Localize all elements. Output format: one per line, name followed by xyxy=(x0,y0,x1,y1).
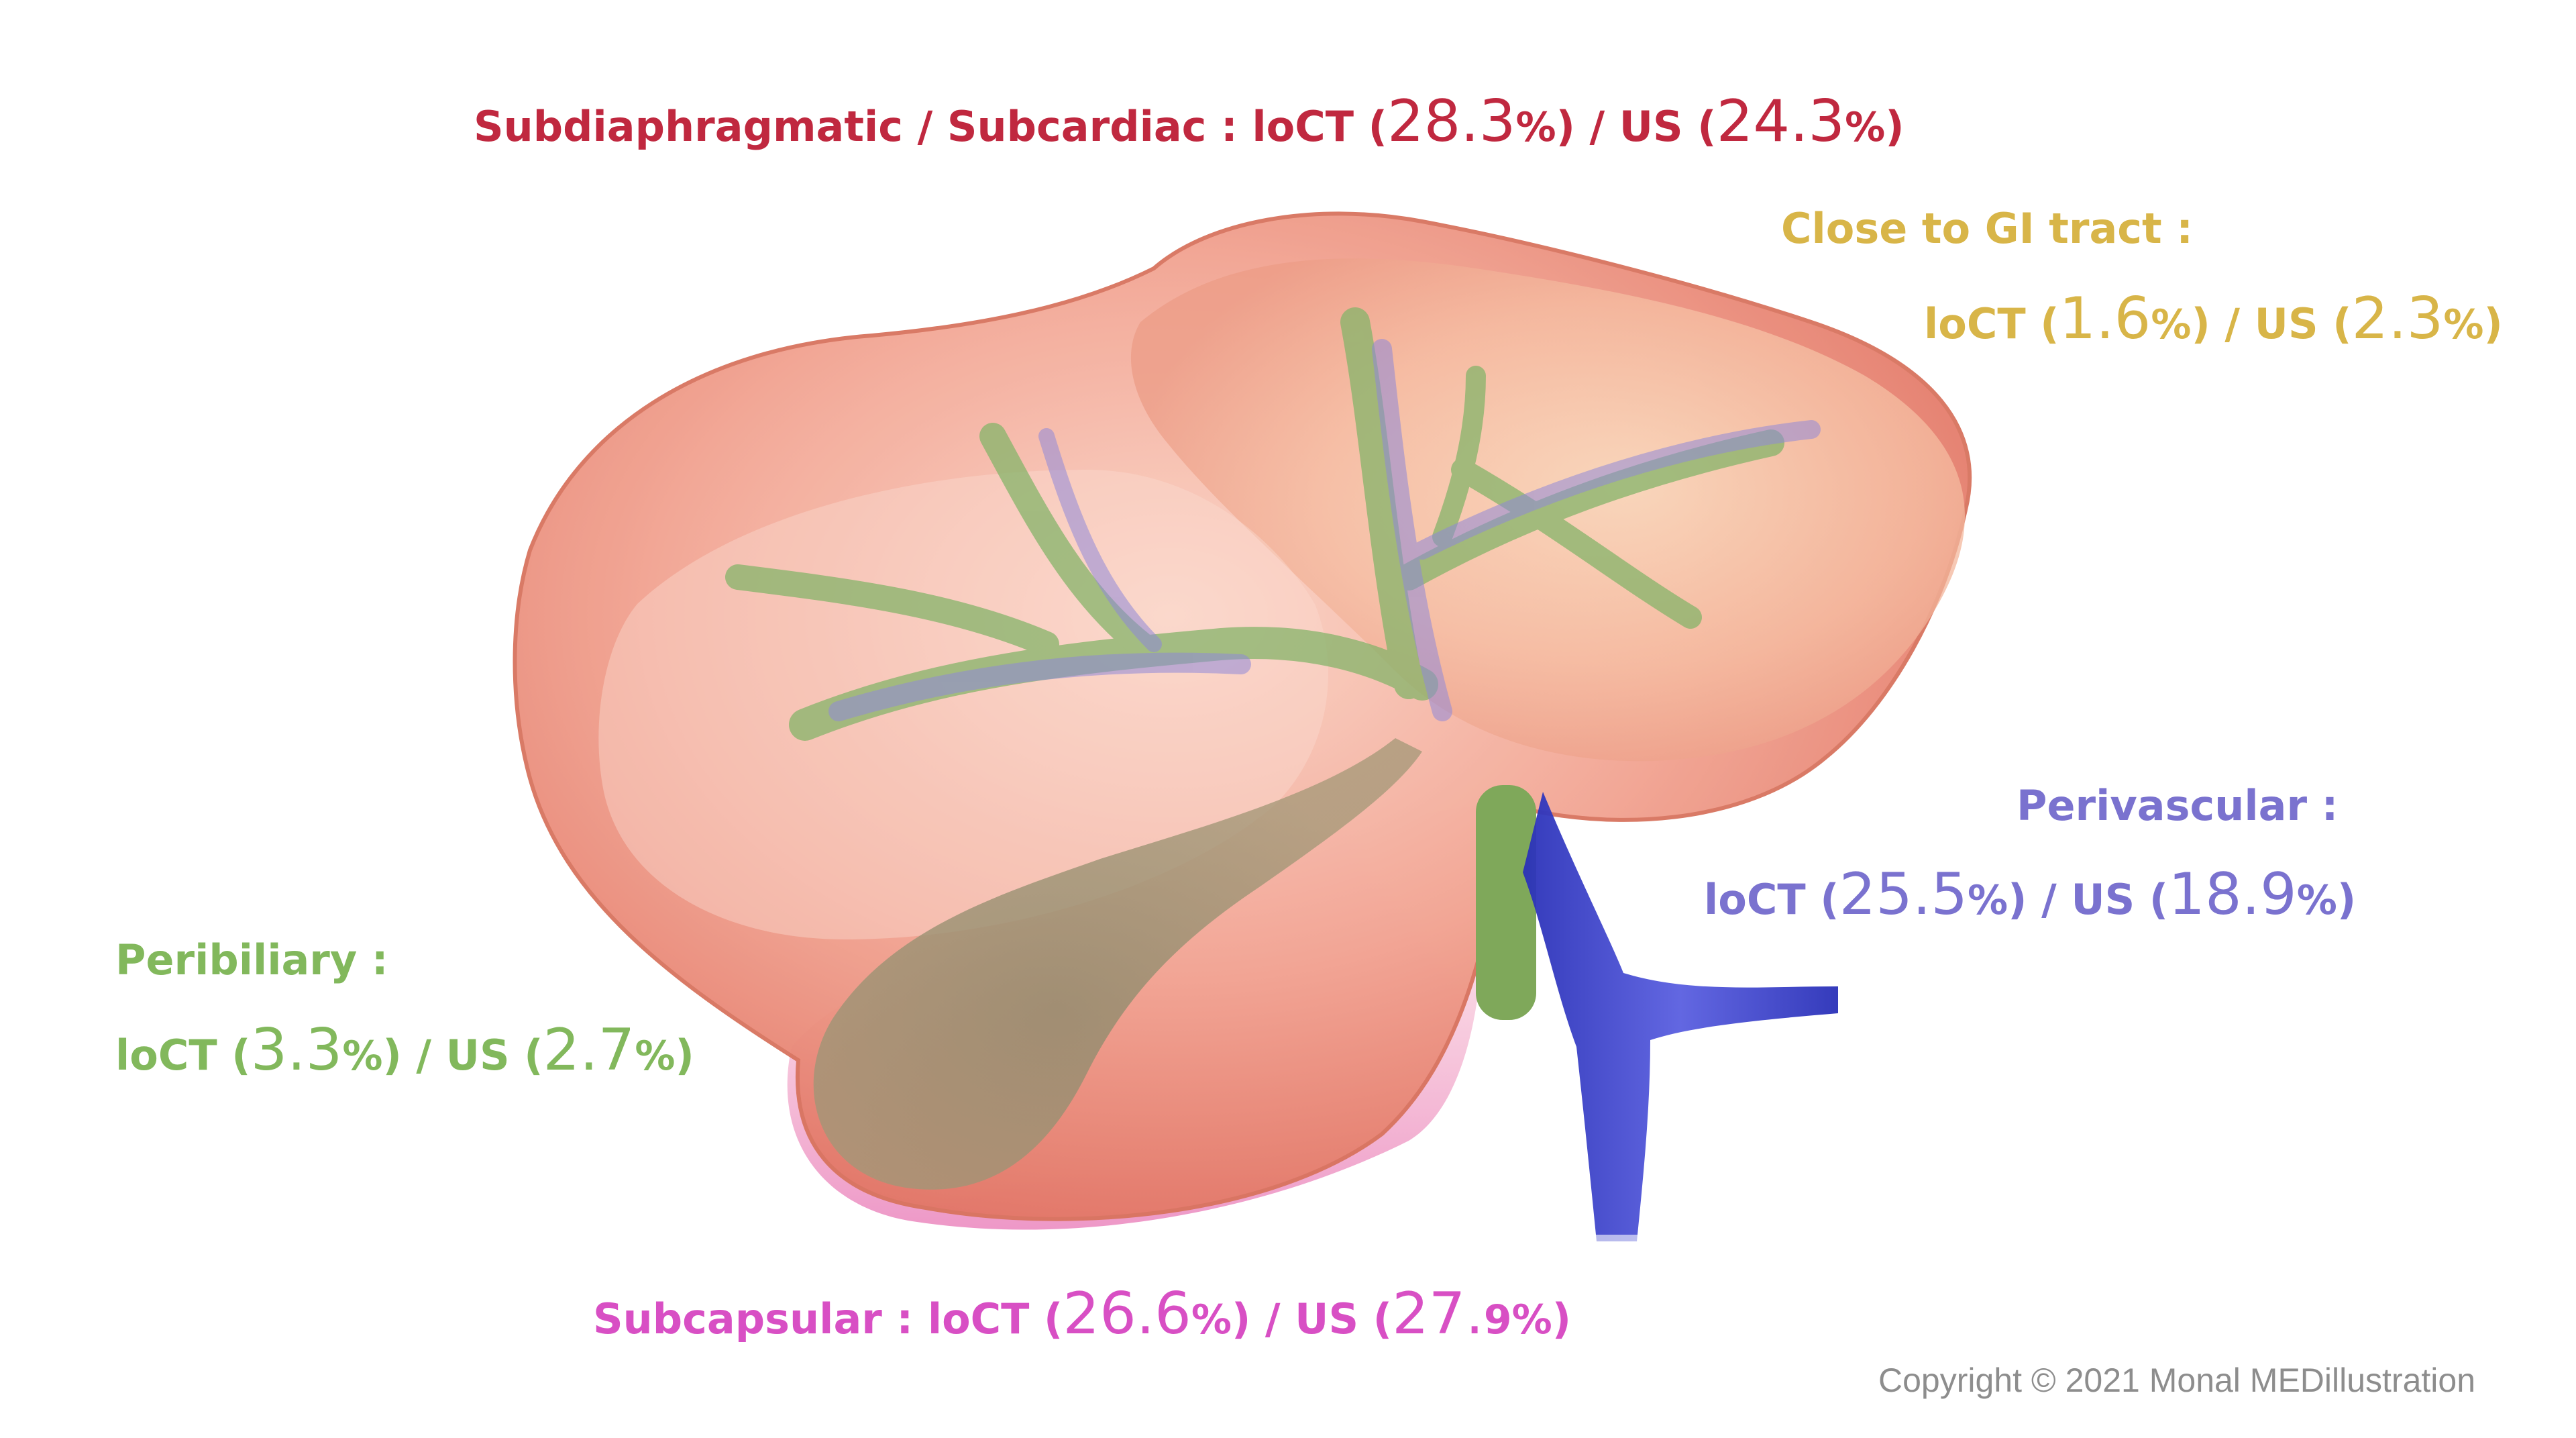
label-gi-tract-us-unit: % xyxy=(2443,301,2484,348)
label-subdiaphragmatic-suffix: ) xyxy=(1885,102,1904,151)
label-perivascular-loct-value: 25.5 xyxy=(1839,861,1968,928)
common-bile-duct xyxy=(1476,785,1536,1020)
vena-cava xyxy=(1523,792,1838,1241)
label-perivascular-suffix: ) xyxy=(2337,875,2357,924)
label-subcapsular: Subcapsular : loCT (26.6%) / US (27.9%) xyxy=(593,1285,1571,1343)
label-perivascular-prefix: loCT ( xyxy=(1704,875,1839,924)
label-peribiliary-us-unit: % xyxy=(635,1033,676,1080)
label-gi-tract-middle: ) / US ( xyxy=(2191,299,2352,348)
label-gi-tract-title: Close to GI tract : xyxy=(1781,204,2194,253)
label-perivascular-us-value: 18.9 xyxy=(2168,861,2297,928)
label-perivascular-us-unit: % xyxy=(2296,877,2337,924)
label-peribiliary-us-value: 2.7 xyxy=(543,1017,635,1084)
label-perivascular-values: loCT (25.5%) / US (18.9%) xyxy=(1704,866,2356,923)
label-gi-tract-suffix: ) xyxy=(2483,299,2503,348)
label-subcapsular-middle: ) / US ( xyxy=(1232,1294,1393,1343)
label-peribiliary-suffix: ) xyxy=(675,1031,694,1080)
label-perivascular-title: Perivascular : xyxy=(2017,781,2339,830)
label-subcapsular-suffix: ) xyxy=(1552,1294,1572,1343)
label-subcapsular-loct-value: 26.6 xyxy=(1063,1280,1191,1347)
label-perivascular-middle: ) / US ( xyxy=(2008,875,2169,924)
label-subcapsular-loct-unit: % xyxy=(1191,1296,1232,1343)
label-subcapsular-prefix: Subcapsular : loCT ( xyxy=(593,1294,1063,1343)
label-gi-tract-us-value: 2.3 xyxy=(2351,285,2444,352)
label-perivascular-loct-unit: % xyxy=(1968,877,2008,924)
label-peribiliary-title: Peribiliary : xyxy=(115,935,388,984)
label-peribiliary-values: loCT (3.3%) / US (2.7%) xyxy=(115,1021,694,1079)
label-subdiaphragmatic-loct-value: 28.3 xyxy=(1387,88,1516,155)
label-subcapsular-us-value: 27. xyxy=(1392,1280,1484,1347)
gallbladder xyxy=(813,738,1422,1190)
label-subdiaphragmatic-prefix: Subdiaphragmatic / Subcardiac : loCT ( xyxy=(474,102,1387,151)
label-peribiliary-middle: ) / US ( xyxy=(382,1031,543,1080)
vena-cava-fade xyxy=(1590,1235,1644,1288)
label-peribiliary-loct-value: 3.3 xyxy=(250,1017,343,1084)
label-gi-tract-loct-unit: % xyxy=(2151,301,2192,348)
label-subdiaphragmatic-us-unit: % xyxy=(1845,104,1886,151)
label-peribiliary-loct-unit: % xyxy=(342,1033,383,1080)
label-subdiaphragmatic: Subdiaphragmatic / Subcardiac : loCT (28… xyxy=(474,93,1904,150)
portal-veins xyxy=(828,339,1821,721)
copyright-notice: Copyright © 2021 Monal MEDillustration xyxy=(1878,1362,2476,1399)
label-gi-tract-prefix: loCT ( xyxy=(1924,299,2059,348)
label-gi-tract-loct-value: 1.6 xyxy=(2059,285,2151,352)
label-subdiaphragmatic-us-value: 24.3 xyxy=(1716,88,1845,155)
label-subdiaphragmatic-loct-unit: % xyxy=(1515,104,1556,151)
label-peribiliary-prefix: loCT ( xyxy=(115,1031,251,1080)
label-subdiaphragmatic-middle: ) / US ( xyxy=(1556,102,1717,151)
label-subcapsular-us-unit: 9% xyxy=(1483,1296,1552,1343)
label-gi-tract-values: loCT (1.6%) / US (2.3%) xyxy=(1924,290,2503,348)
